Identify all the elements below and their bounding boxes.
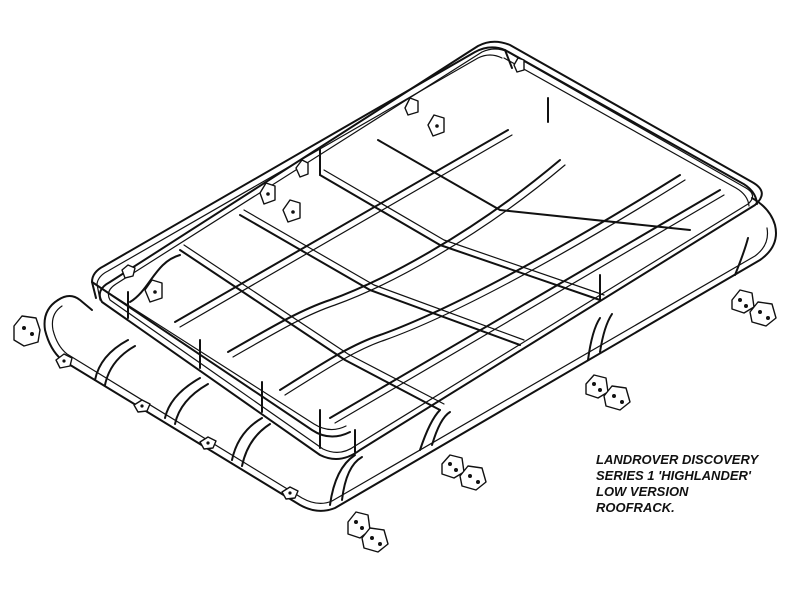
bracket-rack-1 bbox=[144, 279, 163, 303]
bracket-rack-12 bbox=[281, 486, 299, 500]
foot-side-2 bbox=[603, 385, 631, 411]
caption-line-2: SERIES 1 'HIGHLANDER' bbox=[596, 468, 751, 483]
bracket-rack-8 bbox=[121, 264, 136, 279]
bracket-rack-6 bbox=[295, 159, 309, 178]
foot-left bbox=[13, 315, 41, 347]
drawing-caption: LANDROVER DISCOVERY SERIES 1 'HIGHLANDER… bbox=[596, 452, 796, 516]
foot-right-2 bbox=[749, 301, 777, 327]
bracket-rack-3 bbox=[259, 182, 276, 205]
foot-front-4 bbox=[459, 465, 487, 491]
bracket-rack-2 bbox=[282, 199, 301, 223]
rack-brackets bbox=[55, 57, 525, 500]
lower-skirt-hoops bbox=[43, 197, 777, 512]
caption-line-4: ROOFRACK. bbox=[596, 500, 675, 515]
loose-feet bbox=[13, 289, 777, 553]
longitudinal-floor-bars bbox=[179, 139, 691, 411]
caption-line-1: LANDROVER DISCOVERY bbox=[596, 452, 759, 467]
foot-right-1 bbox=[731, 289, 755, 314]
upper-gallery-frame bbox=[91, 40, 763, 460]
bracket-rack-7 bbox=[513, 57, 525, 73]
foot-front-2 bbox=[361, 527, 389, 553]
floor-cross-bars bbox=[129, 129, 725, 424]
bracket-rack-11 bbox=[199, 436, 217, 450]
bracket-rack-4 bbox=[427, 114, 445, 137]
caption-line-3: LOW VERSION bbox=[596, 484, 689, 499]
bracket-rack-10 bbox=[133, 399, 151, 413]
bracket-rack-5 bbox=[404, 97, 419, 116]
bracket-rack-9 bbox=[55, 353, 73, 369]
